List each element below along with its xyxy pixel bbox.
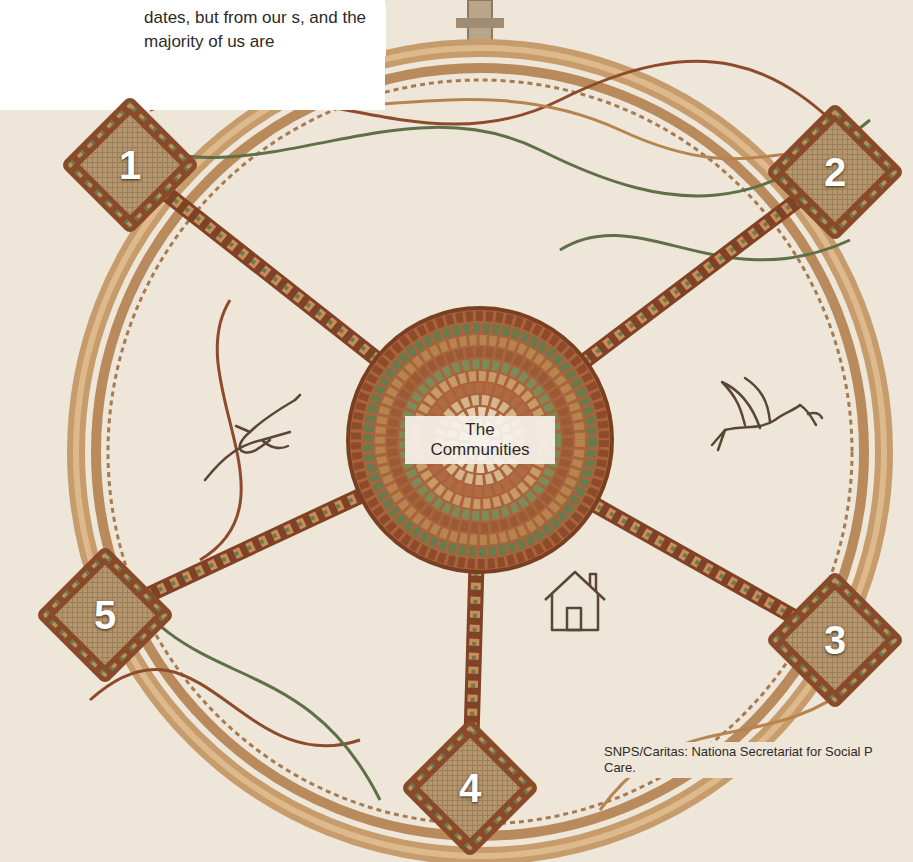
braid-strand bbox=[146, 497, 359, 596]
hands-icon bbox=[205, 395, 300, 480]
braid-connector bbox=[163, 190, 375, 357]
braid-strand-green bbox=[587, 198, 801, 359]
circle-rim bbox=[348, 308, 612, 572]
diamond-braid-light bbox=[775, 580, 895, 700]
numbered-diamond: 1 bbox=[60, 95, 200, 235]
braid-base bbox=[587, 198, 801, 359]
dove-wing bbox=[722, 382, 760, 428]
diamond-fill bbox=[45, 555, 165, 675]
diamond-braid bbox=[70, 105, 190, 225]
hoop-screw-bar bbox=[456, 18, 504, 28]
center-circle: The Communities bbox=[344, 304, 616, 576]
woven-ring bbox=[392, 352, 568, 528]
diamond-braid-light bbox=[70, 105, 190, 225]
numbered-diamond: 3 bbox=[765, 570, 905, 710]
numbered-diamond: 2 bbox=[765, 102, 905, 242]
diamond-fill bbox=[775, 112, 895, 232]
diamond-fill bbox=[410, 728, 530, 848]
diamond-braid bbox=[775, 112, 895, 232]
braid-connector bbox=[145, 497, 359, 597]
braid-connector bbox=[471, 574, 477, 731]
dove-tail bbox=[712, 430, 725, 450]
braid-strand bbox=[472, 574, 477, 730]
callout-number: 4 bbox=[459, 766, 481, 811]
diamond-braid-light bbox=[45, 555, 165, 675]
numbered-diamond: 4 bbox=[400, 718, 540, 858]
diamond-fill bbox=[775, 580, 895, 700]
thread bbox=[90, 669, 360, 746]
source-note: SNPS/Caritas: Nationa Secretariat for So… bbox=[600, 742, 898, 778]
braid-base bbox=[146, 497, 359, 596]
hand-lower bbox=[205, 432, 290, 480]
braid-strand-green bbox=[164, 191, 375, 357]
callout-number: 1 bbox=[119, 143, 141, 188]
woven-ring bbox=[404, 364, 556, 516]
diamond-braid bbox=[775, 580, 895, 700]
braid-strand-green bbox=[597, 506, 797, 619]
house-door bbox=[567, 608, 581, 630]
thread bbox=[560, 235, 850, 259]
house-chimney bbox=[590, 574, 596, 592]
braid-base bbox=[164, 191, 375, 357]
dove-wing-back bbox=[745, 378, 770, 422]
hoop-inner-ring bbox=[96, 68, 864, 836]
dove-icon bbox=[712, 378, 822, 450]
woven-ring bbox=[356, 316, 604, 564]
braid-strand bbox=[164, 191, 375, 357]
hand-fingers bbox=[236, 395, 300, 432]
braid-connector bbox=[597, 506, 798, 620]
woven-ring bbox=[380, 340, 580, 540]
diamond-braid bbox=[410, 728, 530, 848]
numbered-diamond: 5 bbox=[35, 545, 175, 685]
olive-branch bbox=[800, 405, 822, 425]
callout-number: 2 bbox=[824, 150, 846, 195]
house-walls bbox=[552, 594, 598, 630]
braid-base bbox=[472, 574, 477, 730]
braid-base bbox=[597, 506, 797, 619]
center-label: The Communities bbox=[405, 416, 555, 464]
cropped-body-text: dates, but from our s, and the majority … bbox=[140, 4, 386, 56]
braid-connector bbox=[587, 197, 802, 359]
woven-ring bbox=[368, 328, 592, 552]
diamond-fill bbox=[70, 105, 190, 225]
house-icon bbox=[545, 572, 605, 630]
dove-body bbox=[725, 405, 800, 430]
braid-strand bbox=[597, 506, 797, 619]
diamond-braid bbox=[45, 555, 165, 675]
braid-strand-green bbox=[472, 574, 477, 730]
braid-strand bbox=[587, 198, 801, 359]
diamond-braid-light bbox=[775, 112, 895, 232]
callout-number: 5 bbox=[94, 593, 116, 638]
braid-strand-green bbox=[146, 497, 359, 596]
hand-upper bbox=[240, 400, 295, 453]
hoop-outer-highlight bbox=[76, 48, 884, 856]
house-roof bbox=[545, 572, 605, 600]
thread bbox=[200, 300, 241, 560]
diamond-braid-light bbox=[410, 728, 530, 848]
hoop-outer-ring bbox=[76, 48, 884, 856]
loose-threads bbox=[90, 61, 870, 810]
callout-number: 3 bbox=[824, 618, 846, 663]
